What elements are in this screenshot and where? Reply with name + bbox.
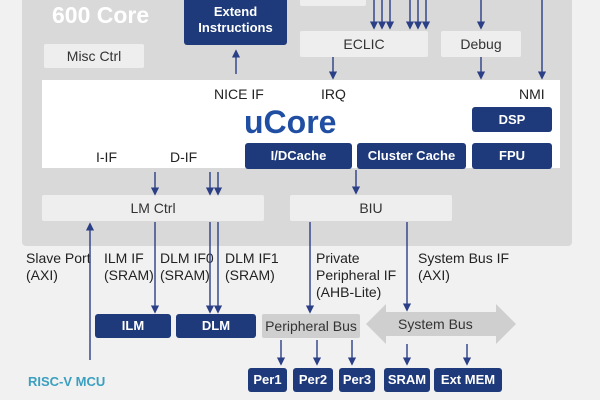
dlm-if0-line1: DLM IF0 [160, 250, 214, 266]
dlm-if1-label: DLM IF1 (SRAM) [225, 250, 279, 284]
ilm-if-label: ILM IF (SRAM) [104, 250, 154, 284]
private-peripheral-if-label: Private Peripheral IF (AHB-Lite) [316, 250, 396, 301]
top-block-stub [300, 0, 366, 6]
system-bus-if-line2: (AXI) [418, 267, 450, 283]
private-peripheral-if-line2: Peripheral IF [316, 267, 397, 283]
lm-ctrl-label: LM Ctrl [130, 200, 176, 216]
extend-instructions-label: Extend Instructions [198, 3, 273, 35]
irq-label: IRQ [321, 86, 346, 102]
dlm-if1-line2: (SRAM) [225, 267, 275, 283]
debug-block: Debug [441, 31, 521, 57]
cluster-cache-block: Cluster Cache [357, 143, 466, 169]
per1-block: Per1 [248, 368, 287, 392]
eclic-label: ECLIC [343, 36, 385, 52]
nmi-label: NMI [519, 86, 545, 102]
fpu-block: FPU [472, 143, 552, 169]
slave-port-line1: Slave Port [26, 250, 91, 266]
system-bus-if-line1: System Bus IF [418, 250, 510, 266]
biu-block: BIU [290, 195, 452, 221]
peripheral-bus-label: Peripheral Bus [265, 318, 357, 334]
d-if-label: D-IF [170, 149, 198, 165]
nice-if-label: NICE IF [214, 86, 264, 102]
extend-instructions-block: Extend Instructions [184, 0, 287, 45]
biu-label: BIU [359, 200, 383, 216]
slave-port-line2: (AXI) [26, 267, 58, 283]
private-peripheral-if-line1: Private [316, 250, 360, 266]
per1-label: Per1 [253, 372, 282, 387]
misc-ctrl-label: Misc Ctrl [66, 48, 122, 64]
fpu-label: FPU [499, 148, 525, 163]
dsp-label: DSP [498, 111, 526, 127]
system-bus-if-label: System Bus IF (AXI) [418, 250, 509, 284]
dlm-if1-line1: DLM IF1 [225, 250, 279, 266]
per3-block: Per3 [339, 368, 375, 392]
per2-label: Per2 [298, 372, 328, 387]
sram-block: SRAM [384, 368, 430, 392]
ext-mem-block: Ext MEM [434, 368, 502, 392]
eclic-block: ECLIC [300, 31, 428, 57]
cluster-cache-label: Cluster Cache [367, 148, 456, 163]
slave-port-label: Slave Port (AXI) [26, 250, 91, 284]
ilm-block: ILM [95, 314, 171, 338]
dlm-if0-line2: (SRAM) [160, 267, 210, 283]
ext-mem-label: Ext MEM [440, 372, 496, 387]
lm-ctrl-block: LM Ctrl [42, 195, 264, 221]
dlm-block: DLM [176, 314, 256, 338]
peripheral-bus-block: Peripheral Bus [262, 314, 360, 338]
ilm-if-line2: (SRAM) [104, 267, 154, 283]
per3-label: Per3 [342, 372, 372, 387]
dlm-if0-label: DLM IF0 (SRAM) [160, 250, 214, 284]
system-bus-arrow [366, 304, 516, 344]
debug-label: Debug [460, 36, 502, 52]
core-title: 600 Core [52, 2, 150, 28]
misc-ctrl-block: Misc Ctrl [44, 44, 144, 68]
risc-v-mcu-label: RISC-V MCU [28, 374, 106, 389]
ilm-label: ILM [121, 318, 145, 333]
dsp-block: DSP [472, 107, 552, 132]
dlm-label: DLM [201, 318, 231, 333]
idcache-block: I/DCache [245, 143, 352, 169]
private-peripheral-if-line3: (AHB-Lite) [316, 284, 382, 300]
ucore-title: uCore [244, 104, 337, 140]
sram-label: SRAM [387, 372, 427, 387]
idcache-label: I/DCache [270, 148, 327, 163]
system-bus-label: System Bus [398, 316, 473, 332]
ilm-if-line1: ILM IF [104, 250, 144, 266]
i-if-label: I-IF [96, 149, 117, 165]
per2-block: Per2 [293, 368, 333, 392]
